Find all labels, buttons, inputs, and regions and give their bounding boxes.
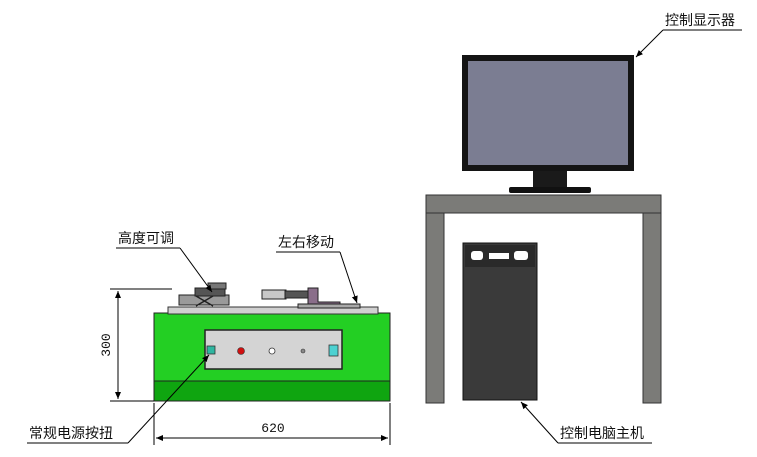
control-monitor <box>462 55 634 193</box>
small-indicator <box>300 348 306 354</box>
monitor-label: 控制显示器 <box>665 13 735 29</box>
table-leg-left <box>425 212 445 404</box>
power-button <box>206 345 216 355</box>
red-indicator <box>237 347 245 355</box>
height-adjust-mechanism <box>178 282 230 307</box>
lateral-move-mechanism <box>261 287 361 309</box>
table-leg-right <box>642 212 662 404</box>
callout-power-button: 常规电源按扭 <box>27 354 210 444</box>
width-dimension-label: 620 <box>261 421 284 436</box>
height-adjust-label: 高度可调 <box>118 230 174 247</box>
host-case <box>462 242 538 401</box>
machine-top-plate <box>167 306 379 315</box>
callout-host-pc: 控制电脑主机 <box>520 401 652 444</box>
host-pc-label: 控制电脑主机 <box>560 426 644 442</box>
host-drive-slot <box>489 253 509 259</box>
host-port-left <box>471 251 483 260</box>
monitor-screen <box>468 61 628 165</box>
callout-height-adjust: 高度可调 <box>116 230 213 293</box>
callout-monitor: 控制显示器 <box>635 13 742 58</box>
machine-base <box>153 380 391 402</box>
height-dimension: 300 <box>99 288 172 402</box>
power-button-label: 常规电源按扭 <box>29 426 113 442</box>
knob-indicator <box>268 347 276 355</box>
lateral-move-label: 左右移动 <box>278 235 334 251</box>
test-machine <box>153 282 391 402</box>
width-dimension: 620 <box>153 403 391 445</box>
height-dimension-label: 300 <box>99 333 114 356</box>
host-port-right <box>514 251 528 260</box>
computer-table <box>425 194 662 404</box>
monitor-neck <box>533 171 567 189</box>
host-computer <box>462 242 538 401</box>
monitor-stand-base <box>509 187 591 193</box>
emergency-switch <box>328 344 339 357</box>
table-top <box>425 194 662 214</box>
callout-lateral-move: 左右移动 <box>276 235 358 304</box>
